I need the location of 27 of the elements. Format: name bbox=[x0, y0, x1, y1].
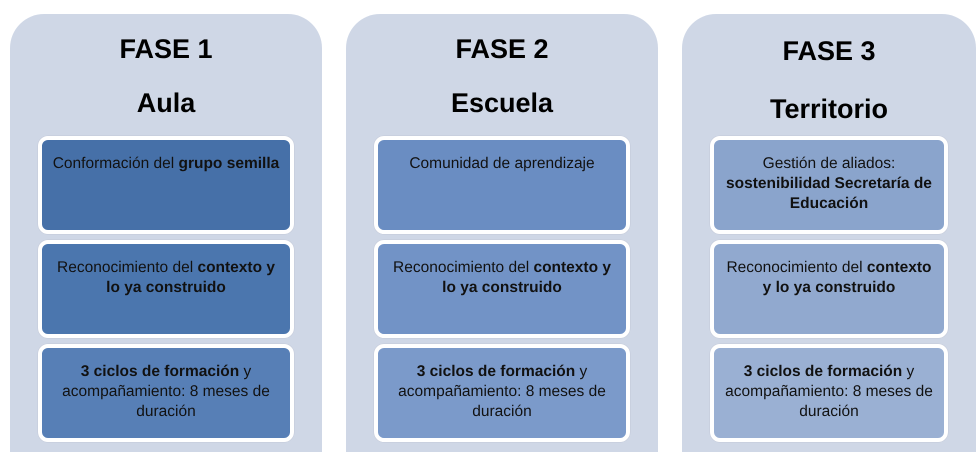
phase-subheading: Escuela bbox=[450, 88, 554, 119]
phase-panel bbox=[346, 14, 658, 452]
step-box bbox=[374, 136, 630, 234]
step-box bbox=[38, 240, 294, 338]
step-text: 3 ciclos de formación y acompañamiento: 8 meses de duración bbox=[724, 362, 934, 422]
step-text: 3 ciclos de formación y acompañamiento: 8 meses de duración bbox=[397, 362, 607, 422]
step-box bbox=[374, 240, 630, 338]
step-box bbox=[710, 344, 948, 442]
step-text: Reconocimiento del contexto y lo ya construido bbox=[725, 258, 933, 298]
step-text: Reconocimiento del contexto y lo ya construido bbox=[56, 258, 276, 298]
step-text: 3 ciclos de formación y acompañamiento: 8 meses de duración bbox=[61, 362, 271, 422]
step-box bbox=[710, 136, 948, 234]
step-box bbox=[710, 240, 948, 338]
step-text: Gestión de aliados: sostenibilidad Secretaría de Educación bbox=[725, 154, 933, 214]
step-box bbox=[38, 136, 294, 234]
phase-panel bbox=[10, 14, 322, 452]
phase-subheading: Territorio bbox=[768, 94, 889, 125]
phase-panel bbox=[682, 14, 976, 452]
step-text: Reconocimiento del contexto y lo ya construido bbox=[392, 258, 612, 298]
phase-subheading: Aula bbox=[136, 88, 196, 119]
step-box bbox=[374, 344, 630, 442]
step-text: Conformación del grupo semilla bbox=[52, 154, 280, 174]
phase-heading: FASE 3 bbox=[781, 36, 877, 67]
phase-heading: FASE 2 bbox=[454, 34, 550, 65]
step-box bbox=[38, 344, 294, 442]
step-text: Comunidad de aprendizaje bbox=[409, 154, 595, 174]
phase-heading: FASE 1 bbox=[118, 34, 214, 65]
